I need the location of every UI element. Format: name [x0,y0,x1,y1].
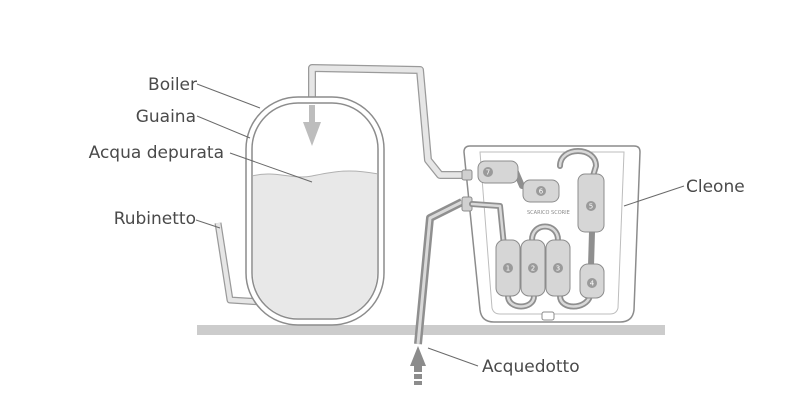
supply-pipe-inner [309,65,466,178]
filter-1: 1 [495,239,521,297]
filter-number: 4 [590,280,595,288]
filter-4: 4 [579,263,605,299]
filter-number: 3 [556,265,560,273]
filter-number: 2 [531,265,535,273]
flow-arrow-up-icon [410,346,426,385]
label-rubinetto: Rubinetto [114,209,196,229]
filter-number: 1 [506,265,510,273]
floor [197,325,665,335]
leader-lines [195,83,685,367]
flow-arrow-down-icon [303,105,321,146]
filter-3: 3 [545,239,571,297]
cleone-fitting-top [461,169,473,181]
filter-number: 6 [539,188,544,196]
filter-6: 6 [522,179,560,203]
aqueduct-pipe-inner [416,200,463,345]
cleone-drain [541,311,555,321]
filter-5: 5 [577,173,605,233]
label-acqua-depurata: Acqua depurata [89,143,224,163]
cleone-inner [479,151,625,315]
filter-number: 7 [486,169,490,177]
label-cleone: Cleone [686,177,745,197]
filter-number: 5 [589,203,593,211]
purified-water [253,170,377,318]
label-guaina: Guaina [136,107,196,127]
label-acquedotto: Acquedotto [482,357,580,377]
filter-7: 7 [477,160,519,184]
device-brand-text: SCARICO SCORIE [527,210,570,216]
label-boiler: Boiler [148,75,197,95]
filter-2: 2 [520,239,546,297]
tap-pipe-inner [215,222,263,305]
